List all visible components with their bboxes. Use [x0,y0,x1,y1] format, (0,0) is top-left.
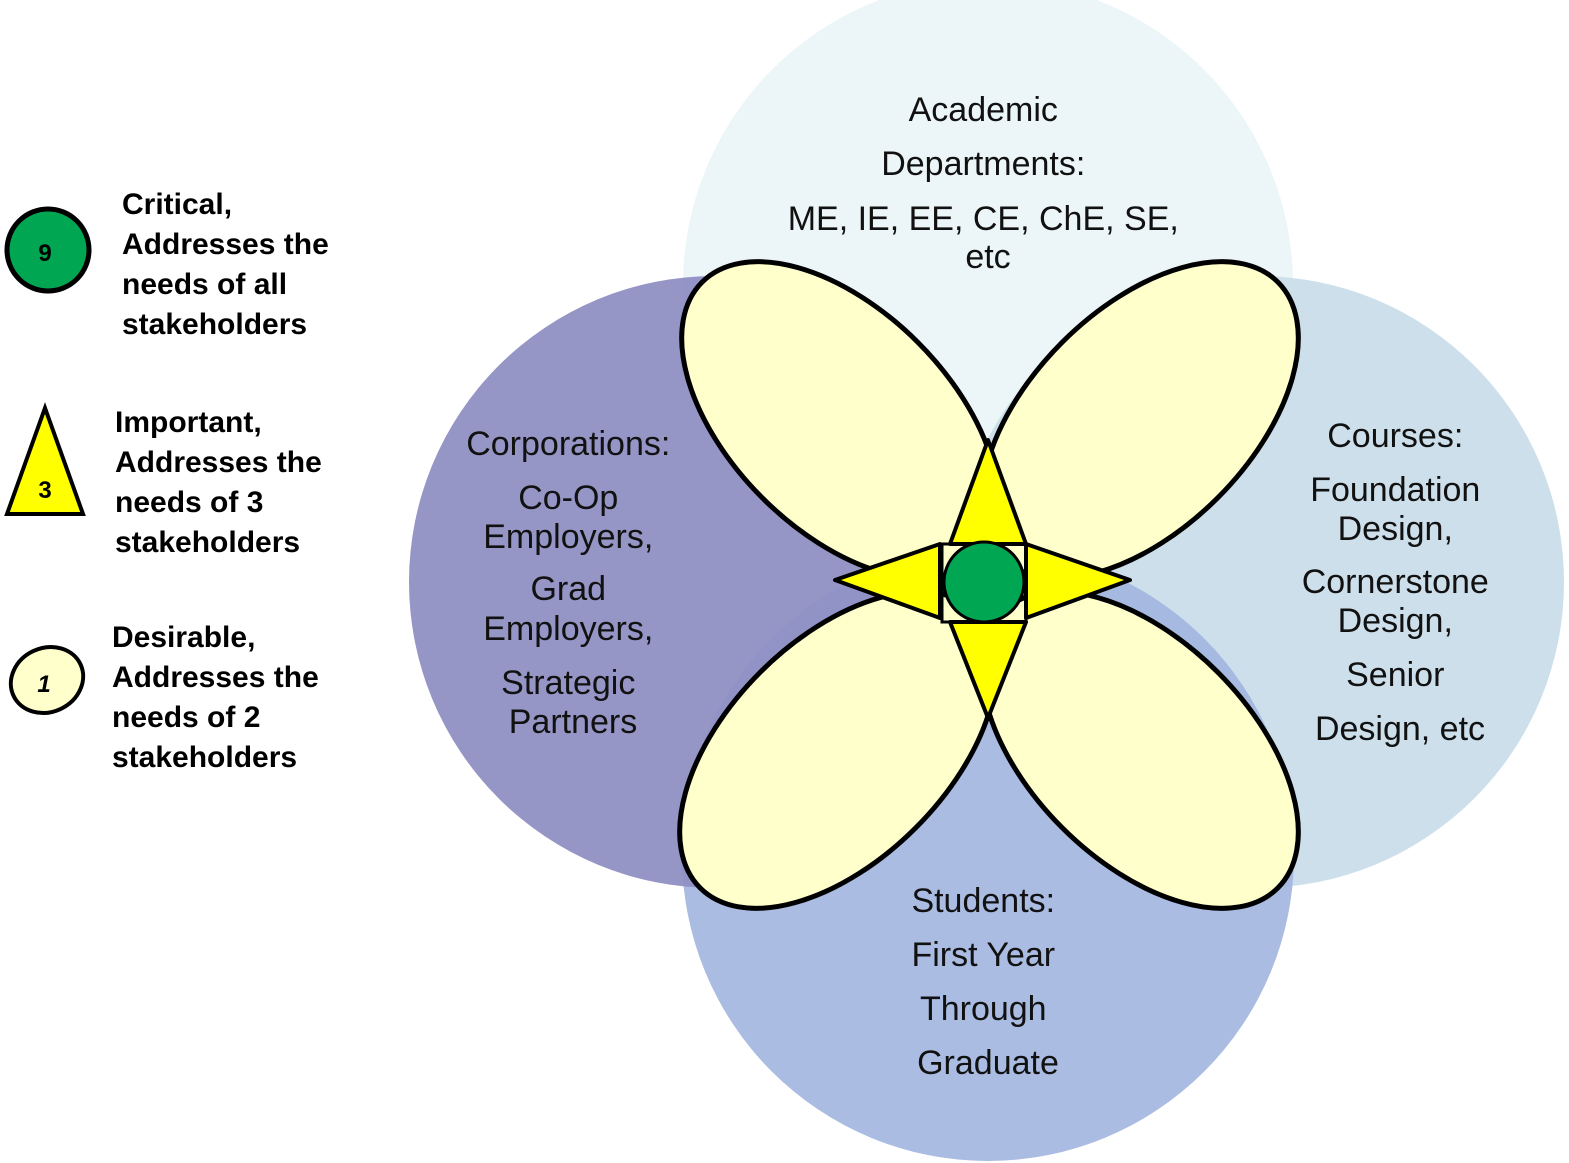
triangle-left [833,542,942,620]
academic-label: Academic Departments: ME, IE, EE, CE, Ch… [788,91,1189,276]
legend-desirable: 1 Desirable, Addresses the needs of 2 st… [8,621,327,774]
legend-important: 3 Important, Addresses the needs of 3 st… [4,402,330,559]
center-critical-circle [942,540,1026,624]
legend-important-number: 3 [38,477,51,504]
triangle-right [1024,542,1132,620]
petals [677,259,1301,911]
legend-critical-number: 9 [38,240,51,267]
legend-critical-text: Critical, Addresses the needs of all sta… [122,188,337,341]
legend-desirable-text: Desirable, Addresses the needs of 2 stak… [112,621,327,774]
legend-important-text: Important, Addresses the needs of 3 stak… [115,406,330,559]
legend: 9 Critical, Addresses the needs of all s… [4,188,337,774]
courses-label: Courses: Foundation Design, Cornerstone … [1302,417,1499,748]
legend-desirable-number: 1 [37,671,50,698]
triangle-icon: 3 [4,402,86,516]
legend-critical: 9 Critical, Addresses the needs of all s… [4,188,337,341]
students-label: Students: First Year Through Graduate [911,882,1064,1082]
ellipse-icon: 1 [8,645,86,715]
circle-icon: 9 [4,206,92,294]
corporations-label: Corporations: Co-Op Employers, Grad Empl… [466,425,680,741]
